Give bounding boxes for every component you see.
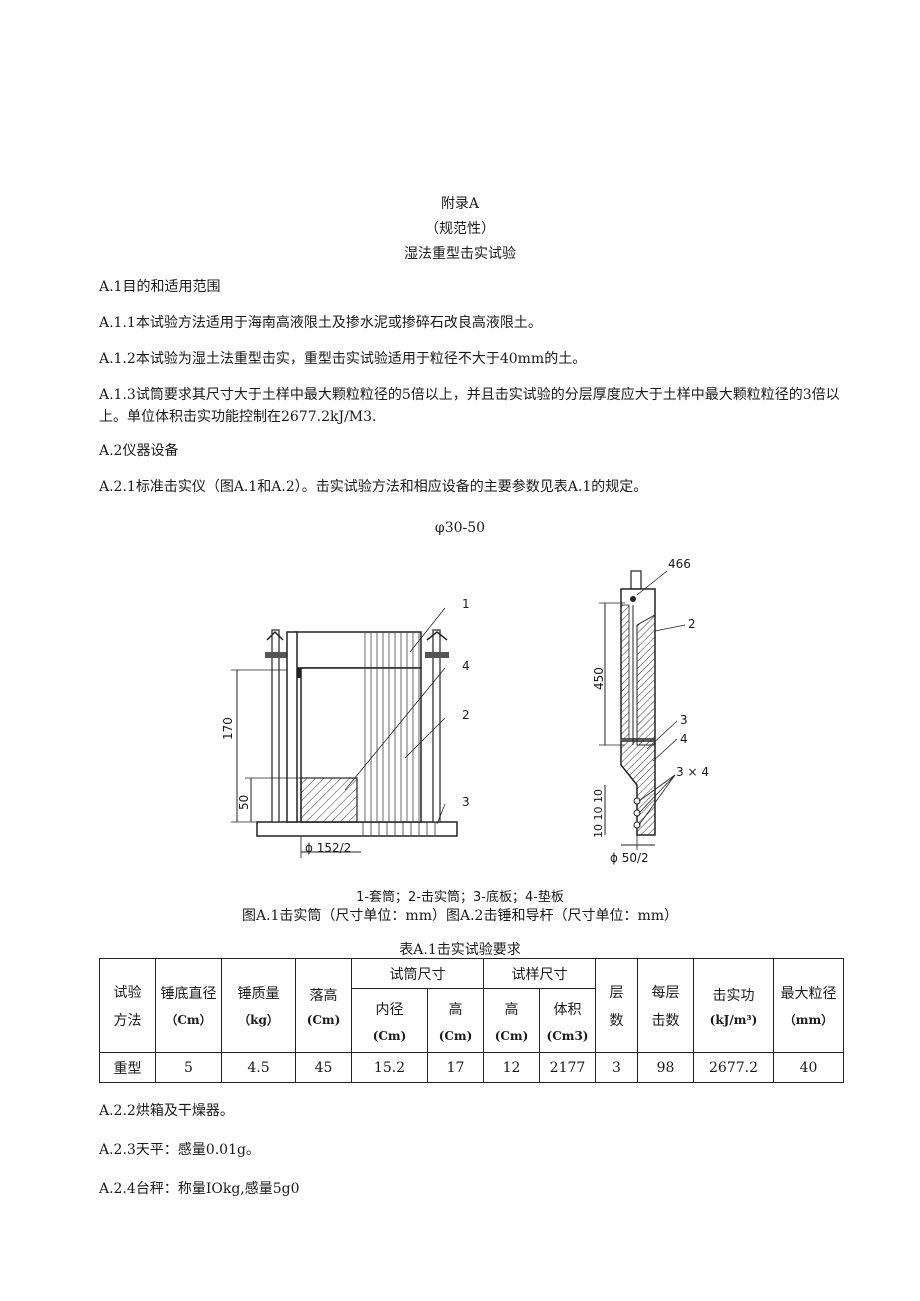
dim-10-10-10: 10 10 10 (592, 789, 605, 838)
cell-max-size: 40 (773, 1052, 844, 1083)
clause-a1-1: A.1.1本试验方法适用于海南高液限土及掺水泥或掺碎石改良高液限土。 (99, 315, 542, 331)
dim-170: 170 (221, 717, 235, 740)
header-drop-height: 落高(Cm) (295, 958, 352, 1053)
cell-blows: 98 (637, 1052, 694, 1083)
figure-a2-hammer-guide (599, 570, 686, 850)
header-cylinder-size: 试筒尺寸 (351, 958, 484, 989)
clause-a2-1: A.2.1标准击实仪（图A.1和A.2）。击实试验方法和相应设备的主要参数见表A… (99, 479, 648, 495)
figure-caption: 图A.1击实筒（尺寸单位：mm）图A.2击锤和导杆（尺寸单位：mm） (241, 908, 679, 924)
clause-a1-3: A.1.3试筒要求其尺寸大于土样中最大颗粒粒径的5倍以上，并且击实试验的分层厚度… (99, 387, 840, 425)
table-header-row-1: 试验方法 锤底直径（Cm） 锤质量（kg） 落高(Cm) 试筒尺寸 试样尺寸 层… (99, 958, 844, 1053)
cell-hammer-diameter: 5 (155, 1052, 222, 1083)
cell-cyl-height: 17 (427, 1052, 484, 1083)
table-row: 重型 5 4.5 45 15.2 17 12 2177 3 98 2677.2 … (99, 1052, 844, 1083)
cell-hammer-mass: 4.5 (221, 1052, 296, 1083)
header-blows: 每层击数 (637, 958, 694, 1053)
clause-a2-4: A.2.4台秤：称量IOkg,感量5g0 (99, 1181, 300, 1197)
fig2-label-3: 3 (680, 713, 688, 727)
clause-a2-2: A.2.2烘箱及干燥器。 (99, 1103, 234, 1119)
header-method: 试验方法 (99, 958, 156, 1053)
header-sample-size: 试样尺寸 (483, 958, 596, 989)
section-a2-heading: A.2仪器设备 (99, 443, 179, 459)
fig2-label-4: 4 (680, 732, 688, 746)
dim-450: 450 (592, 667, 606, 690)
fig1-label-1: 1 (462, 597, 470, 611)
cell-sample-volume: 2177 (539, 1052, 596, 1083)
dim-50: 50 (237, 794, 251, 810)
dim-phi-50: ϕ 50/2 (610, 851, 649, 865)
header-hammer-mass: 锤质量（kg） (221, 958, 296, 1053)
appendix-name: 湿法重型击实试验 (404, 246, 516, 262)
dim-466: 466 (668, 557, 691, 571)
header-max-size: 最大粒径（mm） (773, 958, 844, 1053)
header-sample-volume: 体积(Cm3) (539, 988, 596, 1053)
fig1-label-4: 4 (462, 659, 470, 673)
cell-energy: 2677.2 (693, 1052, 774, 1083)
dim-3x4: 3 × 4 (676, 765, 709, 779)
figure-legend: 1-套筒；2-击实筒；3-底板；4-垫板 (356, 890, 564, 905)
cell-sample-height: 12 (483, 1052, 540, 1083)
cell-drop-height: 45 (295, 1052, 352, 1083)
clause-a2-3: A.2.3天平：感量0.01g。 (99, 1142, 260, 1158)
section-a1-heading: A.1目的和适用范围 (99, 279, 221, 295)
fig1-label-2: 2 (462, 708, 470, 722)
figure-a1-compaction-cylinder (231, 607, 458, 858)
header-cyl-height: 高(Cm) (427, 988, 484, 1053)
dim-152: ϕ 152/2 (305, 841, 352, 855)
compaction-requirements-table: 试验方法 锤底直径（Cm） 锤质量（kg） 落高(Cm) 试筒尺寸 试样尺寸 层… (99, 958, 844, 1083)
cell-layers: 3 (595, 1052, 638, 1083)
fig1-label-3: 3 (462, 795, 470, 809)
fig2-label-2: 2 (688, 617, 696, 631)
appendix-type: （规范性） (425, 221, 495, 237)
clause-a1-2: A.1.2本试验为湿土法重型击实，重型击实试验适用于粒径不大于40mm的土。 (99, 351, 587, 367)
header-layers: 层数 (595, 958, 638, 1053)
header-energy: 击实功(kJ/m³) (693, 958, 774, 1053)
table-caption: 表A.1击实试验要求 (399, 942, 521, 958)
appendix-title: 附录A (440, 196, 480, 212)
header-cyl-inner: 内径(Cm) (351, 988, 428, 1053)
header-sample-height: 高(Cm) (483, 988, 540, 1053)
header-hammer-diameter: 锤底直径（Cm） (155, 958, 222, 1053)
cell-cyl-inner: 15.2 (351, 1052, 428, 1083)
table-header-row-2: 内径(Cm) 高(Cm) 高(Cm) 体积(Cm3) (100, 988, 844, 1053)
cell-method: 重型 (99, 1052, 156, 1083)
figure-top-label: φ30-50 (434, 520, 486, 536)
